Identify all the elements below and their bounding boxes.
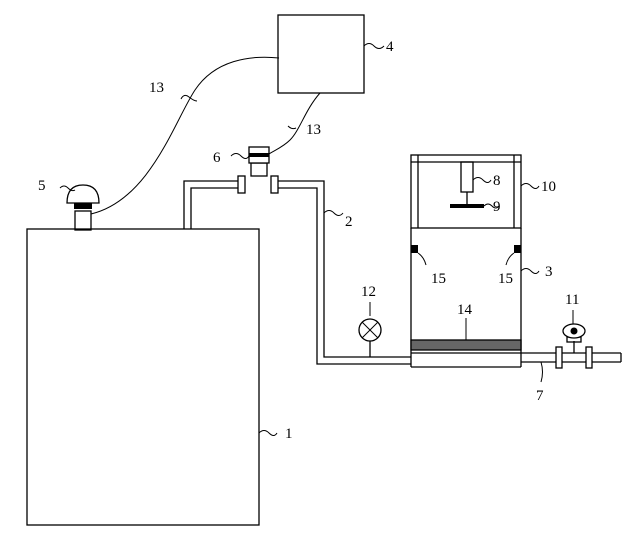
cable-sensor-controller bbox=[90, 56, 280, 215]
label-actuator: 8 bbox=[493, 173, 501, 189]
label-top-sensor: 5 bbox=[38, 178, 46, 194]
label-stop-right: 15 bbox=[498, 271, 513, 287]
frame bbox=[410, 154, 522, 229]
label-cable-left: 13 bbox=[149, 80, 164, 96]
flowmeter bbox=[237, 146, 279, 194]
press-plate bbox=[450, 204, 484, 208]
top-sensor bbox=[66, 184, 100, 231]
label-tank: 1 bbox=[285, 426, 293, 442]
membrane bbox=[410, 339, 522, 354]
tank-body bbox=[26, 228, 260, 526]
main-pipe bbox=[183, 180, 411, 365]
label-gauge: 12 bbox=[361, 284, 376, 300]
leader-lines bbox=[59, 43, 574, 436]
label-press-plate: 9 bbox=[493, 199, 501, 215]
stop-left bbox=[411, 245, 418, 253]
label-frame: 10 bbox=[541, 179, 556, 195]
valve bbox=[555, 323, 593, 369]
label-stop-left: 15 bbox=[431, 271, 446, 287]
label-membrane: 14 bbox=[457, 302, 473, 318]
label-cable-right: 13 bbox=[306, 122, 321, 138]
gauge bbox=[358, 318, 382, 357]
label-flowmeter: 6 bbox=[213, 150, 221, 166]
actuator bbox=[460, 161, 474, 204]
label-valve: 11 bbox=[565, 292, 579, 308]
stop-right bbox=[514, 245, 521, 253]
label-pipe-main: 2 bbox=[345, 214, 353, 230]
label-outlet-pipe: 7 bbox=[536, 388, 544, 404]
controller-box bbox=[277, 14, 365, 94]
label-chamber: 3 bbox=[545, 264, 553, 280]
outlet-pipe bbox=[521, 352, 622, 363]
label-controller: 4 bbox=[386, 39, 394, 55]
